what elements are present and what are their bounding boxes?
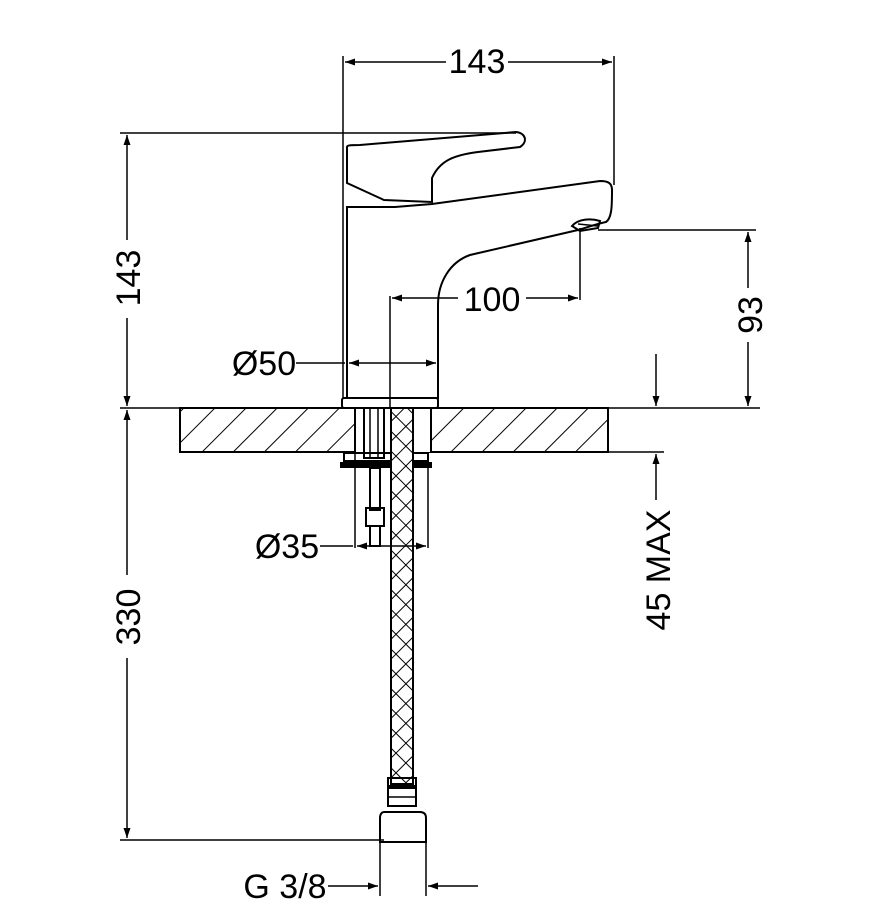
dimension-connection-thread: [328, 842, 478, 896]
dimension-connection-thread-label: G 3/8: [243, 868, 326, 906]
dimension-shank-diameter-label: Ø35: [255, 528, 319, 566]
dimension-spout-reach: [389, 228, 581, 408]
dimension-top-width: [342, 56, 615, 398]
dimension-base-diameter-label: Ø50: [232, 345, 296, 383]
dimension-deck-thickness-label: 45 MAX: [640, 510, 678, 631]
dimension-spout-reach-label: 100: [464, 281, 521, 319]
dimension-below-height: [120, 407, 760, 841]
dimension-spout-height-label: 93: [732, 296, 770, 334]
dimension-base-diameter: [296, 358, 439, 398]
dimension-below-height-label: 330: [110, 589, 148, 646]
dimension-left-height: [120, 132, 516, 406]
braided-hose: [379, 407, 427, 843]
dimension-left-height-label: 143: [110, 250, 148, 307]
dimension-spout-height: [598, 229, 756, 406]
dimension-deck-thickness: [608, 354, 664, 500]
dimension-top-width-label: 143: [449, 43, 506, 81]
faucet-body: [341, 130, 614, 409]
